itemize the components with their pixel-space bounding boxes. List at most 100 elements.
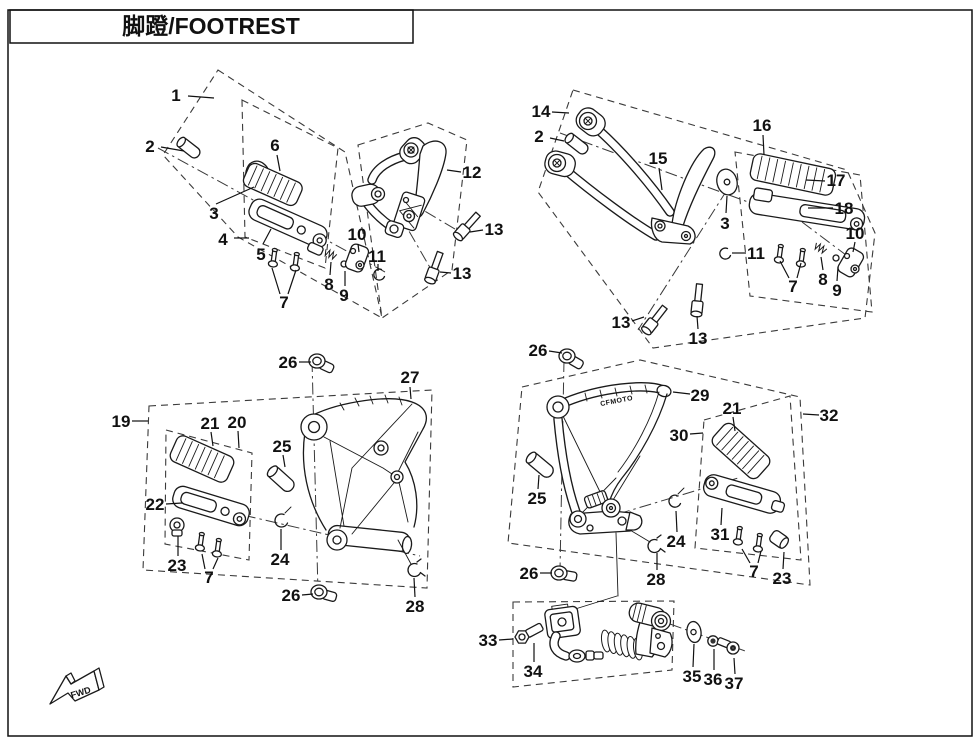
- callout-3: 3: [209, 204, 218, 223]
- part-26-bolt: [550, 565, 578, 582]
- callout-leader-32: [802, 413, 820, 416]
- callout-7: 7: [279, 293, 288, 312]
- callout-35: 35: [683, 667, 702, 686]
- title-box: [9, 9, 414, 44]
- callout-4: 4: [218, 230, 228, 249]
- part-7-screw: [773, 243, 785, 264]
- part-8-spring: [814, 242, 828, 255]
- callout-6: 6: [270, 136, 279, 155]
- callout-leader-7: [212, 557, 219, 570]
- part-6-footpeg-rubber: [242, 162, 303, 207]
- callout-layer: 1234567891011121313142151617183111089713…: [112, 86, 865, 693]
- boundary-group-20: [164, 429, 253, 561]
- callout-leader-7: [287, 269, 297, 295]
- callout-leader-22: [165, 502, 183, 505]
- callout-27: 27: [401, 368, 420, 387]
- callout-31: 31: [711, 525, 730, 544]
- part-7-screw: [194, 531, 206, 552]
- part-36-nut: [707, 635, 719, 647]
- callout-26: 26: [279, 353, 298, 372]
- part-7-screw: [795, 247, 807, 268]
- callout-leader-8: [820, 256, 824, 271]
- boundary-group-32: [507, 359, 811, 586]
- part-27-footrest-bracket: [300, 394, 427, 555]
- callout-8: 8: [818, 270, 827, 289]
- callout-15: 15: [649, 149, 668, 168]
- callout-leader-9: [836, 266, 839, 282]
- part-24-clip: [668, 487, 685, 508]
- callout-leader-17: [805, 179, 826, 182]
- axis-line: [617, 477, 739, 515]
- callout-7: 7: [788, 277, 797, 296]
- part-25-pin: [266, 465, 295, 493]
- part-7-screw: [267, 247, 279, 268]
- callout-leader-35: [692, 643, 695, 668]
- callout-leader-7: [201, 553, 206, 570]
- callout-leader-26: [301, 593, 314, 596]
- callout-leader-8: [329, 261, 332, 276]
- part-10-bracket: [837, 247, 865, 278]
- callout-25: 25: [528, 489, 547, 508]
- callout-24: 24: [271, 550, 290, 569]
- axis-line: [311, 359, 319, 593]
- callout-leader-13: [469, 229, 484, 233]
- part-12-footrest-bracket: [351, 137, 447, 239]
- callout-19: 19: [112, 412, 131, 431]
- callout-8: 8: [324, 275, 333, 294]
- callout-25: 25: [273, 437, 292, 456]
- boundary-shift-lever-group: [512, 600, 675, 688]
- callout-26: 26: [529, 341, 548, 360]
- callout-leader-10: [357, 243, 360, 253]
- callout-9: 9: [832, 281, 841, 300]
- callout-leader-24: [675, 510, 678, 533]
- part-21-footpeg-rubber: [169, 435, 235, 483]
- assembly-front-right-footrest: [537, 89, 876, 349]
- callout-leader-13: [631, 316, 645, 322]
- part-7-screw: [289, 251, 301, 272]
- callout-leader-6: [276, 154, 281, 172]
- callout-leader-2: [160, 146, 185, 152]
- callout-leader-1: [187, 95, 215, 99]
- part-35-washer: [686, 620, 702, 644]
- callout-leader-15: [658, 167, 663, 191]
- callout-13: 13: [689, 329, 708, 348]
- page-title: 脚蹬/FOOTREST: [122, 13, 300, 39]
- part-10-bracket: [344, 243, 370, 273]
- callout-11: 11: [747, 244, 765, 263]
- callout-leader-3: [215, 186, 255, 205]
- part-23-pivot-stub: [169, 517, 185, 537]
- assembly-gearshift-linkage: [512, 595, 749, 688]
- leader-line: [397, 539, 412, 565]
- callout-3: 3: [720, 214, 729, 233]
- part-33-bolt: [514, 622, 544, 644]
- page-border: [7, 9, 973, 737]
- assembly-front-left-footrest: [157, 69, 481, 320]
- part-25-pin: [525, 451, 554, 478]
- callout-leader-29: [672, 391, 691, 395]
- callout-leader-10: [852, 241, 856, 253]
- part-23-pivot-stub: [769, 530, 790, 549]
- callout-leader-13: [439, 271, 452, 274]
- part-31-footpeg-body: [702, 474, 786, 514]
- part-11-clip: [719, 247, 732, 260]
- part-3-washer: [716, 168, 738, 196]
- callout-2: 2: [534, 127, 543, 146]
- callout-leader-7: [779, 260, 790, 279]
- callout-leader-26: [548, 350, 563, 354]
- part-18-footpeg-body: [748, 187, 866, 231]
- callout-5: 5: [256, 245, 265, 264]
- part-37-bolt: [716, 637, 740, 655]
- callout-13: 13: [612, 313, 631, 332]
- leader-line: [629, 529, 651, 543]
- boundary-group-1: [162, 69, 383, 320]
- callout-32: 32: [820, 406, 839, 425]
- callout-7: 7: [204, 568, 213, 587]
- part-34-clamp-block: [544, 603, 581, 640]
- callout-29: 29: [691, 386, 710, 405]
- callout-13: 13: [453, 264, 472, 283]
- callout-leader-7: [757, 550, 762, 564]
- assembly-rear-left-footrest: [142, 353, 433, 602]
- callout-leader-13: [696, 315, 699, 330]
- callout-leader-27: [409, 386, 412, 400]
